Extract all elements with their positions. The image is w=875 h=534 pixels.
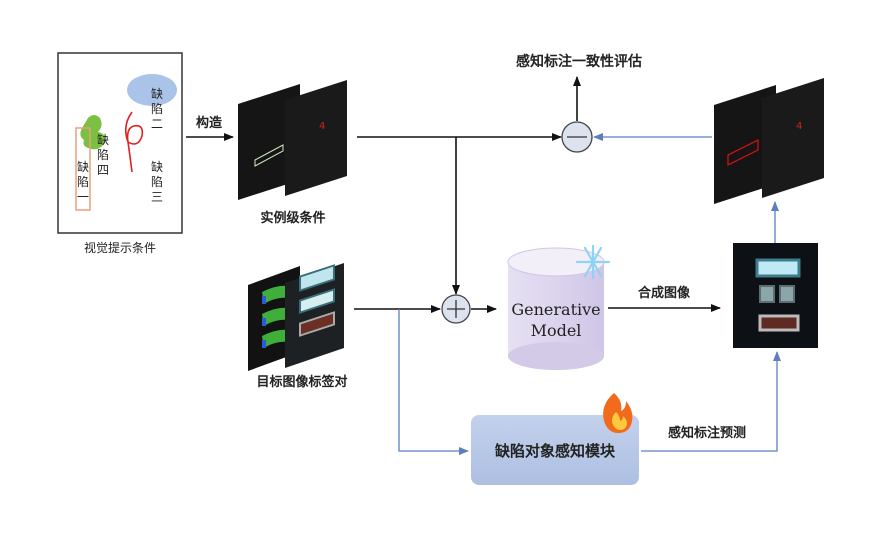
target-pair-panels xyxy=(248,263,344,371)
generative-model-cylinder: Generative Model xyxy=(507,247,605,370)
synthesized-image-label: 合成图像 xyxy=(638,285,691,301)
defect-4-label: 缺 陷 四 xyxy=(97,132,109,177)
instance-condition-label: 实例级条件 xyxy=(260,210,325,226)
consistency-eval-label: 感知标注一致性评估 xyxy=(516,53,642,70)
target-pair-label: 目标图像标签对 xyxy=(256,374,347,390)
snowflake-icon xyxy=(575,244,611,280)
defect-4-blob xyxy=(80,115,106,150)
defect-2-label: 缺 陷 二 xyxy=(151,86,163,131)
visual-prompt-label: 视觉提示条件 xyxy=(84,240,156,255)
visual-prompt-panel: 缺 陷 二 缺 陷 四 缺 陷 一 缺 陷 三 xyxy=(57,52,183,234)
svg-text:陷: 陷 xyxy=(97,147,109,162)
defect-3-stroke xyxy=(124,111,144,173)
model-label-line1: Generative xyxy=(511,300,600,319)
svg-text:缺: 缺 xyxy=(151,159,163,174)
svg-text:缺: 缺 xyxy=(151,86,163,101)
construct-label: 构造 xyxy=(196,115,223,131)
defect-module-box: 缺陷对象感知模块 xyxy=(471,415,639,485)
instance-condition-panels: 4 xyxy=(238,80,347,200)
pred-mark: 4 xyxy=(796,121,802,132)
circle-plus-icon xyxy=(441,294,471,324)
predicted-annotation-panels: 4 xyxy=(714,78,824,204)
svg-text:三: 三 xyxy=(151,190,163,204)
defect-module-label: 缺陷对象感知模块 xyxy=(494,442,616,460)
module-to-image-arrow xyxy=(641,351,781,452)
fire-icon xyxy=(603,393,633,433)
svg-text:一: 一 xyxy=(77,190,89,204)
svg-text:陷: 陷 xyxy=(151,174,163,189)
target-to-module-arrow xyxy=(398,309,469,455)
defect-2-blob xyxy=(127,74,177,106)
synthesized-image xyxy=(733,243,818,348)
annotation-pred-label: 感知标注预测 xyxy=(668,425,746,441)
defect-1-label: 缺 陷 一 xyxy=(77,159,89,204)
model-label-line2: Model xyxy=(531,321,582,340)
defect-3-label: 缺 陷 三 xyxy=(151,159,163,204)
svg-text:陷: 陷 xyxy=(151,101,163,116)
svg-text:二: 二 xyxy=(151,117,163,131)
svg-text:缺: 缺 xyxy=(77,159,89,174)
svg-text:缺: 缺 xyxy=(97,132,109,147)
defect-1-box xyxy=(75,127,91,211)
instance-mark: 4 xyxy=(319,121,325,132)
svg-text:陷: 陷 xyxy=(77,174,89,189)
svg-text:四: 四 xyxy=(97,163,109,177)
circle-minus-icon xyxy=(561,121,593,153)
